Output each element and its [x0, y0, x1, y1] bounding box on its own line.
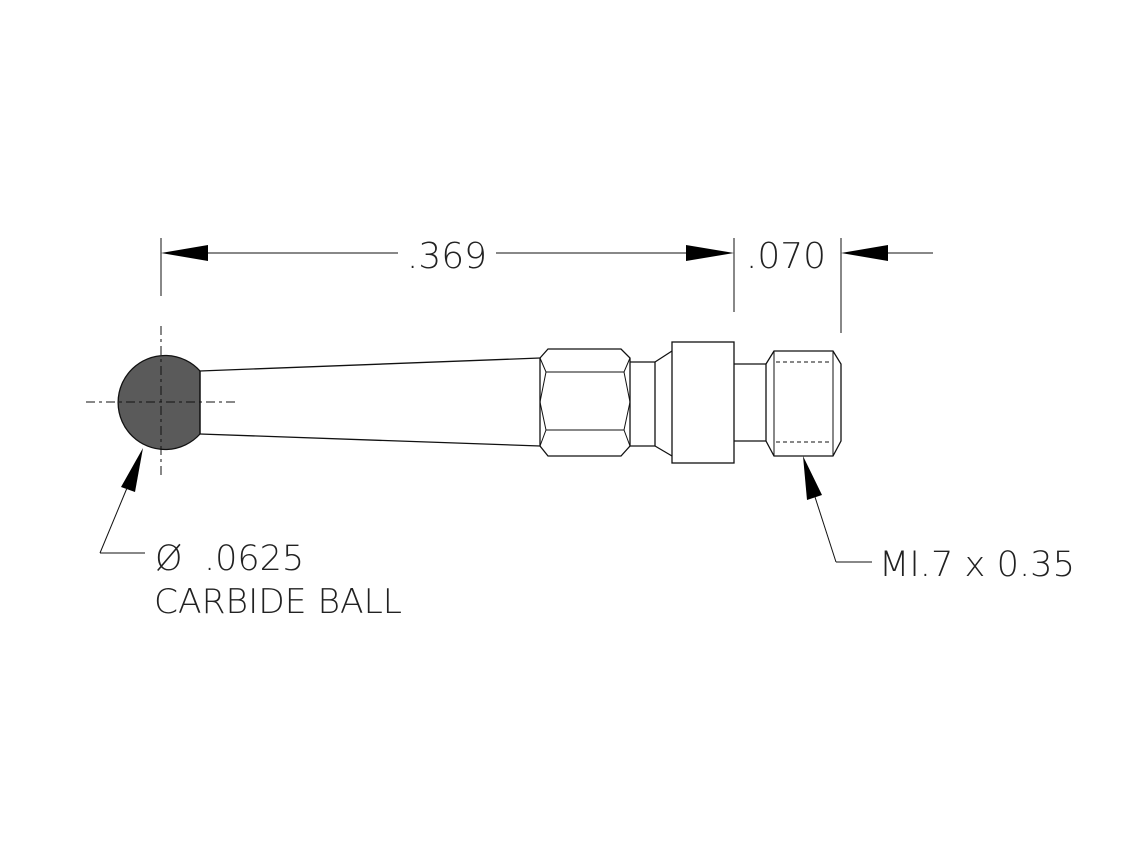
dimension-070: .070	[746, 236, 933, 277]
undercut-section	[734, 363, 766, 442]
ball-leader-arrow	[121, 448, 143, 492]
ball-diameter-label: .0625	[204, 539, 304, 579]
dimension-arrow-left	[161, 245, 208, 261]
dimension-arrow-right	[686, 245, 734, 261]
dimension-369: .369	[161, 236, 734, 277]
neck-section	[630, 350, 673, 457]
ball-leader	[99, 448, 145, 554]
tapered-stem	[199, 357, 541, 447]
ball-material-label: CARBIDE BALL	[154, 582, 402, 622]
dimension-thread-length: .070	[746, 236, 826, 277]
diameter-symbol: Ø	[155, 539, 183, 579]
dimension-arrow-thread	[841, 245, 888, 261]
thread-leader	[803, 456, 872, 563]
hex-section	[539, 348, 631, 457]
thread-spec-label: MI.7 x 0.35	[879, 545, 1075, 585]
collar-section	[671, 341, 735, 464]
thread-leader-arrow	[803, 456, 822, 500]
threaded-end	[765, 350, 842, 457]
dimension-overall-length: .369	[407, 236, 487, 277]
